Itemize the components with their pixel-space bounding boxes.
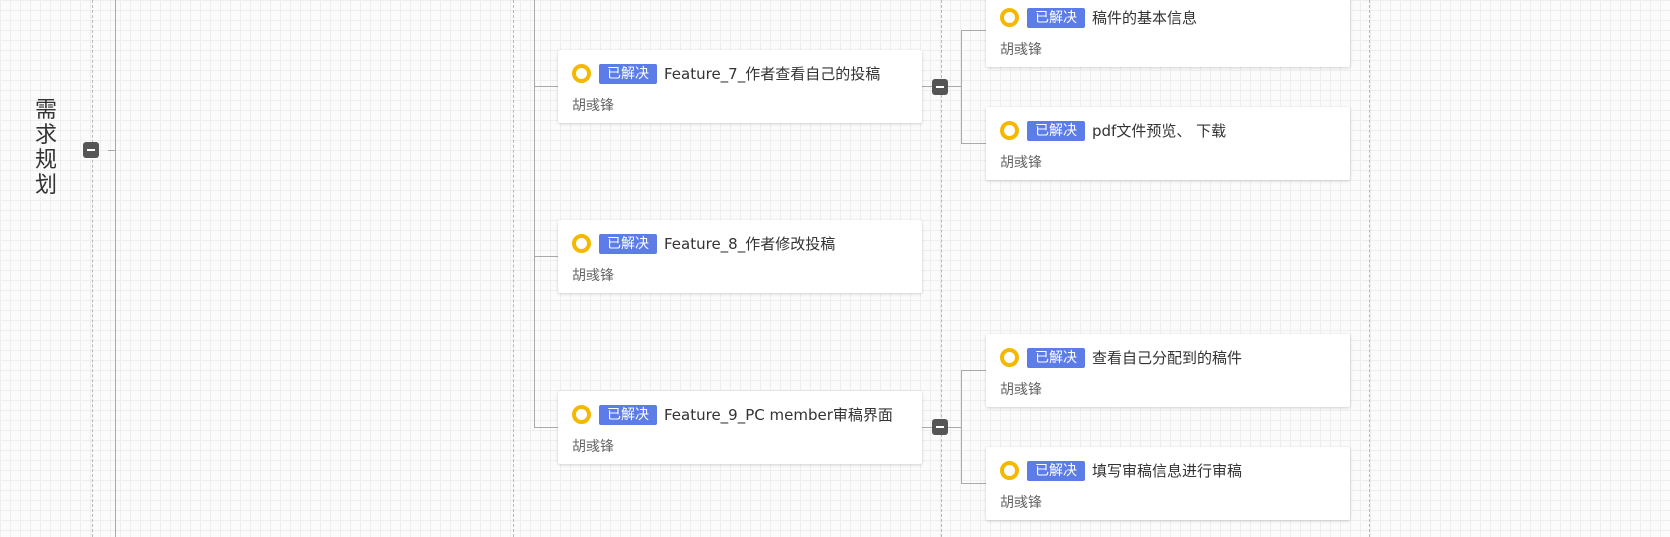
connector [534,0,535,428]
status-badge: 已解决 [1027,347,1085,368]
connector [961,30,986,31]
connector [961,370,986,371]
task-card-basic-info[interactable]: 已解决 稿件的基本信息 胡彧锋 [986,0,1350,67]
status-badge: 已解决 [599,404,657,425]
connector [961,30,962,144]
card-owner: 胡彧锋 [1000,155,1042,171]
collapse-minus-icon[interactable] [932,79,948,95]
lane-divider [92,0,93,537]
connector [534,256,558,257]
lane-divider [941,0,942,537]
feature-card-9[interactable]: 已解决 Feature_9_PC member审稿界面 胡彧锋 [558,391,922,464]
card-title: 查看自己分配到的稿件 [1092,349,1243,367]
status-ring-icon [1000,348,1019,367]
status-ring-icon [572,64,591,83]
connector [534,86,558,87]
card-title: 填写审稿信息进行审稿 [1092,462,1243,480]
connector [108,150,116,151]
status-badge: 已解决 [1027,460,1085,481]
task-card-assigned[interactable]: 已解决 查看自己分配到的稿件 胡彧锋 [986,334,1350,407]
status-ring-icon [1000,8,1019,27]
card-owner: 胡彧锋 [572,439,614,455]
status-badge: 已解决 [1027,120,1085,141]
stage-title: 需求规划 [34,98,57,198]
lane-divider [513,0,514,537]
status-ring-icon [572,405,591,424]
card-title: pdf文件预览、 下载 [1092,122,1227,140]
status-badge: 已解决 [1027,7,1085,28]
connector [961,143,986,144]
collapse-minus-icon[interactable] [932,419,948,435]
status-ring-icon [1000,121,1019,140]
card-owner: 胡彧锋 [1000,42,1042,58]
status-badge: 已解决 [599,233,657,254]
card-title: Feature_7_作者查看自己的投稿 [664,65,881,83]
connector [961,370,962,484]
status-ring-icon [1000,461,1019,480]
feature-card-7[interactable]: 已解决 Feature_7_作者查看自己的投稿 胡彧锋 [558,50,922,123]
task-card-pdf-preview[interactable]: 已解决 pdf文件预览、 下载 胡彧锋 [986,107,1350,180]
card-owner: 胡彧锋 [1000,382,1042,398]
status-badge: 已解决 [599,63,657,84]
card-owner: 胡彧锋 [572,98,614,114]
lane-divider [1369,0,1370,537]
feature-card-8[interactable]: 已解决 Feature_8_作者修改投稿 胡彧锋 [558,220,922,293]
connector [115,0,116,537]
card-title: Feature_8_作者修改投稿 [664,235,836,253]
collapse-minus-icon[interactable] [83,142,99,158]
card-title: Feature_9_PC member审稿界面 [664,406,893,424]
card-title: 稿件的基本信息 [1092,9,1198,27]
task-card-review[interactable]: 已解决 填写审稿信息进行审稿 胡彧锋 [986,447,1350,520]
connector [961,483,986,484]
card-owner: 胡彧锋 [572,268,614,284]
status-ring-icon [572,234,591,253]
connector [534,427,558,428]
card-owner: 胡彧锋 [1000,495,1042,511]
